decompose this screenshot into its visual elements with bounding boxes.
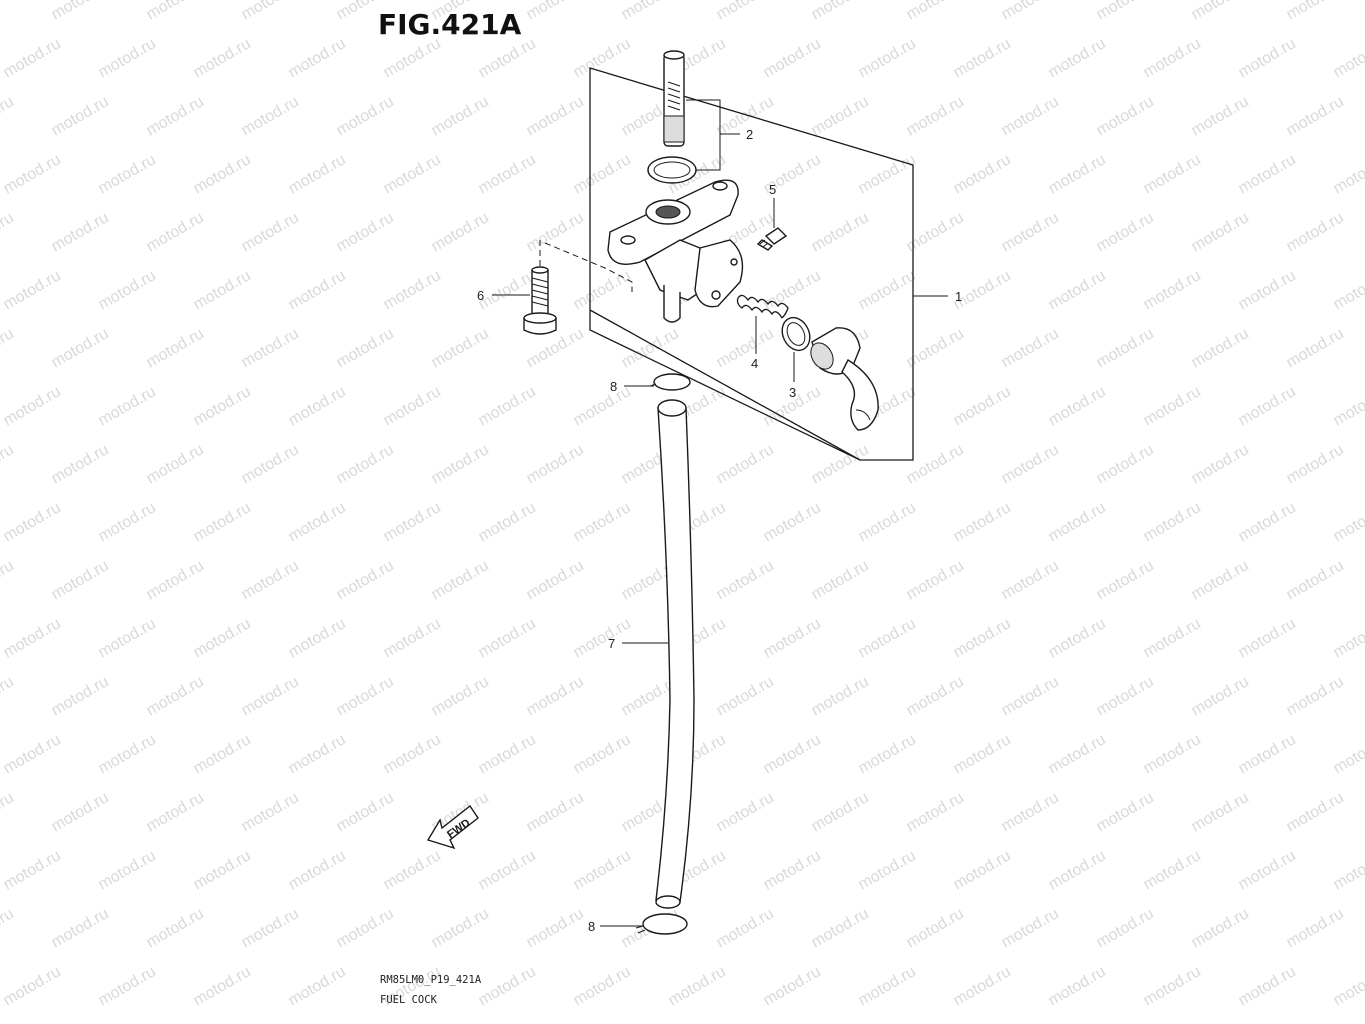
- screw: [756, 227, 788, 251]
- fwd-arrow: FWD: [426, 804, 479, 850]
- filter-strainer: [663, 50, 685, 147]
- filter-o-ring: [647, 156, 697, 184]
- callout-8-top: 8: [610, 379, 617, 394]
- callout-4: 4: [751, 356, 758, 371]
- leader-2: [686, 99, 740, 171]
- assembly-outline-bottom: [589, 309, 861, 461]
- callout-7: 7: [608, 636, 615, 651]
- callout-1: 1: [955, 289, 962, 304]
- callout-8-bottom: 8: [588, 919, 595, 934]
- figure-code: RM85LM0_P19_421A: [380, 974, 482, 986]
- callout-5: 5: [769, 182, 776, 197]
- hose-clamp-bottom: [635, 913, 688, 935]
- hose-clamp-top: [649, 373, 691, 391]
- callout-3: 3: [789, 385, 796, 400]
- figure-title: FIG.421A: [378, 8, 522, 41]
- fuel-hose: [655, 399, 695, 909]
- lever-o-ring: [781, 316, 811, 352]
- fuel-cock-body: [607, 179, 744, 323]
- figure-name: FUEL COCK: [380, 994, 437, 1006]
- callout-2: 2: [746, 127, 753, 142]
- callout-6: 6: [477, 288, 484, 303]
- assembly-outline: [589, 67, 914, 461]
- spring: [736, 294, 789, 319]
- fuel-lever: [810, 327, 879, 431]
- bolt: [523, 266, 557, 335]
